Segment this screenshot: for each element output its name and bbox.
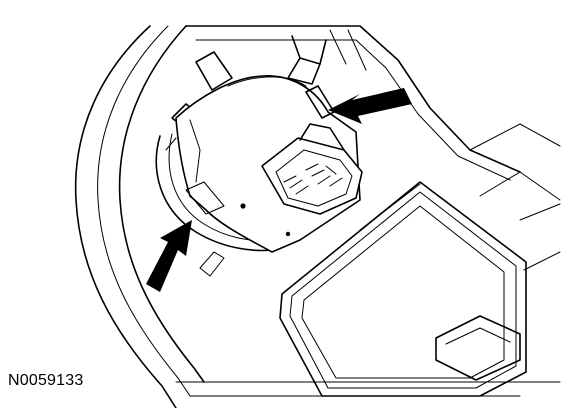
lower-right-panel: [199, 181, 527, 397]
right-housing-ribs: [469, 123, 561, 271]
callout-arrow-lower: [146, 220, 192, 292]
figure-id-label: N0059133: [8, 372, 84, 389]
callout-arrow-upper: [328, 88, 412, 124]
electrical-connector: [261, 123, 363, 215]
